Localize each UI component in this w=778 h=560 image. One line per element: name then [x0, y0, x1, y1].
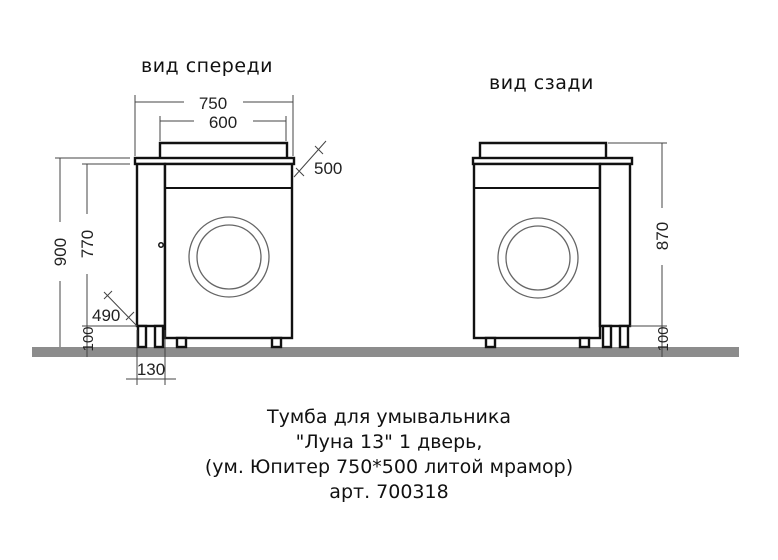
rear-view-title: вид сзади	[489, 72, 594, 94]
floor-stripe	[32, 347, 739, 357]
caption-line-sink: (ум. Юпитер 750*500 литой мрамор)	[204, 456, 574, 478]
dim-overall-width: 750	[199, 94, 227, 113]
dim-cabinet-height: 770	[78, 230, 97, 258]
dim-sink-width: 600	[209, 113, 237, 132]
dim-total-height: 900	[51, 238, 70, 266]
caption-line-model: "Луна 13" 1 дверь,	[295, 431, 483, 453]
front-view-title: вид спереди	[141, 55, 274, 77]
product-caption: Тумба для умывальника "Луна 13" 1 дверь,…	[0, 405, 778, 505]
caption-line-article: арт. 700318	[329, 481, 449, 503]
dim-rear-height: 870	[653, 222, 672, 250]
dim-rear-leg-height: 100	[655, 326, 672, 351]
door-knob-icon	[158, 242, 164, 248]
caption-line-product: Тумба для умывальника	[267, 406, 511, 428]
dim-cabinet-width: 130	[137, 360, 165, 379]
dim-cabinet-depth: 490	[92, 306, 120, 325]
dim-leg-height: 100	[80, 326, 97, 351]
rear-view: 870 100	[471, 141, 672, 357]
front-view: 750 600 500 900 770 100 490 130	[51, 94, 342, 385]
dim-depth: 500	[314, 159, 342, 178]
